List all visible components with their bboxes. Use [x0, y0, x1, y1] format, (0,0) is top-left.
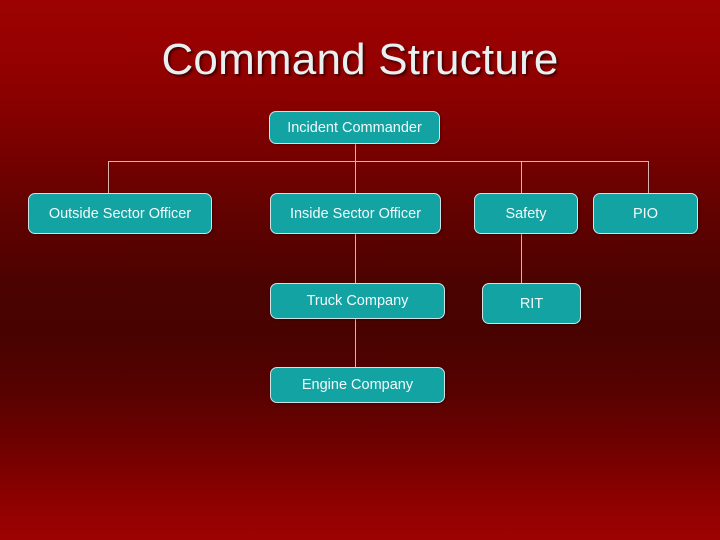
connector-to-safety: [521, 161, 522, 194]
connector-horizontal-bus: [108, 161, 649, 162]
node-engine-company[interactable]: Engine Company: [270, 367, 445, 403]
node-truck-company[interactable]: Truck Company: [270, 283, 445, 319]
connector-safety-to-rit: [521, 234, 522, 284]
node-label-incident-commander: Incident Commander: [287, 119, 422, 136]
node-rit[interactable]: RIT: [482, 283, 581, 324]
node-label-engine-company: Engine Company: [301, 377, 414, 393]
node-label-pio: PIO: [633, 205, 658, 222]
node-incident-commander[interactable]: Incident Commander: [269, 111, 440, 144]
node-inside-sector-officer[interactable]: Inside Sector Officer: [270, 193, 441, 234]
connector-to-pio: [648, 161, 649, 194]
connector-to-inside-sector-officer: [355, 161, 356, 194]
page-title: Command Structure: [161, 35, 559, 84]
connector-inside-to-truck-company: [355, 234, 356, 284]
node-safety[interactable]: Safety: [474, 193, 578, 234]
connector-ic-stem: [355, 144, 356, 162]
connector-to-outside-sector-officer: [108, 161, 109, 194]
node-outside-sector-officer[interactable]: Outside Sector Officer: [28, 193, 212, 234]
node-label-safety: Safety: [505, 205, 547, 222]
node-label-rit: RIT: [519, 295, 544, 312]
connector-truck-to-engine-company: [355, 319, 356, 368]
node-pio[interactable]: PIO: [593, 193, 698, 234]
node-label-outside-sector-officer: Outside Sector Officer: [48, 205, 192, 222]
node-label-inside-sector-officer: Inside Sector Officer: [289, 205, 422, 222]
node-label-truck-company: Truck Company: [306, 293, 409, 309]
